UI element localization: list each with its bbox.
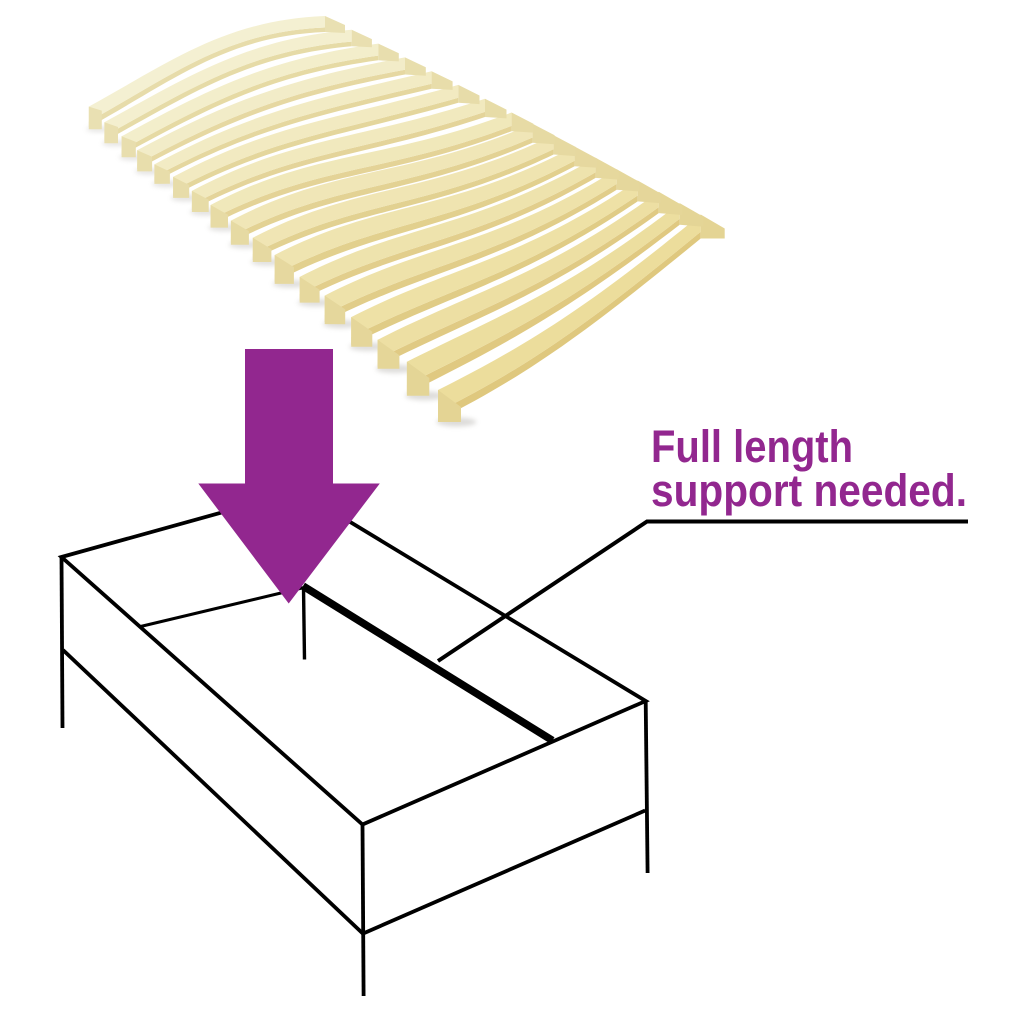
svg-text:Full length: Full length	[651, 421, 853, 472]
svg-text:support needed.: support needed.	[651, 465, 967, 516]
